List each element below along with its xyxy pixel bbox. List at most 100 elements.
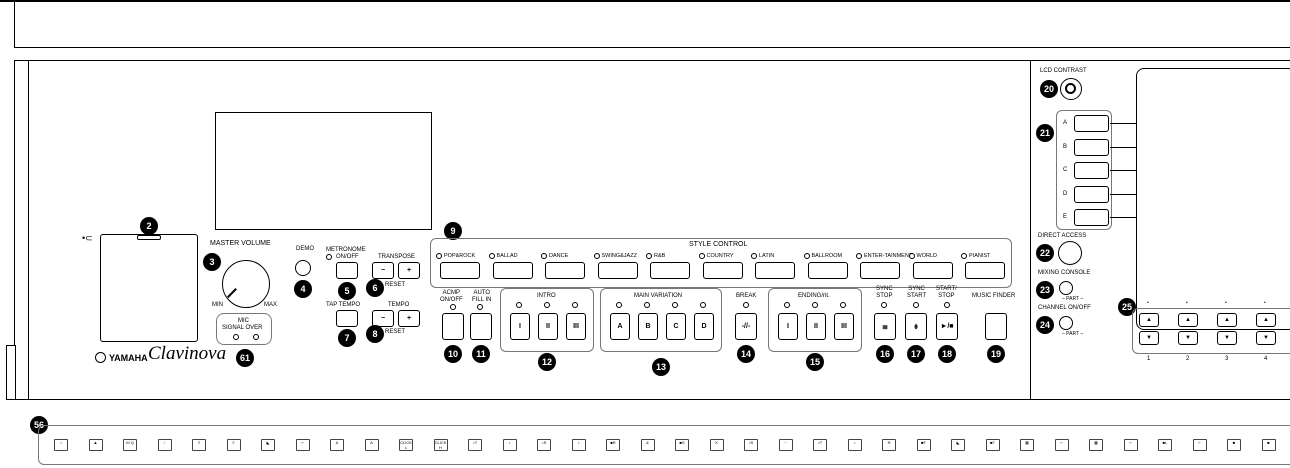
style-button[interactable] — [492, 262, 533, 279]
column-down-button[interactable]: ▼ — [1256, 331, 1276, 345]
column-up-button[interactable]: ▲ — [1217, 313, 1237, 327]
strip-function-icon: ≋ — [882, 439, 896, 451]
style-button[interactable] — [597, 262, 638, 279]
lcd-side-button[interactable] — [1074, 115, 1109, 132]
style-led — [593, 253, 600, 259]
autofill-button[interactable] — [470, 313, 492, 340]
demo-label: DEMO — [296, 246, 314, 252]
transpose-plus-button[interactable]: + — [398, 262, 420, 279]
direct-access-label: DIRECT ACCESS — [1038, 233, 1087, 239]
right-section-divider — [1030, 60, 1031, 400]
volume-max-label: MAX — [264, 302, 278, 308]
acmp-button[interactable] — [442, 313, 464, 340]
style-led — [961, 253, 967, 259]
break-button[interactable]: -//- — [735, 313, 757, 340]
callout-2: 2 — [140, 217, 158, 235]
callout-61: 61 — [236, 349, 254, 367]
music-finder-button[interactable] — [985, 313, 1007, 340]
strip-function-icon: ♪T — [468, 439, 482, 451]
sync-start-button[interactable]: ⇟ — [905, 313, 927, 340]
main-variation-button[interactable]: C — [666, 313, 686, 340]
lcd-side-button[interactable] — [1074, 162, 1109, 179]
column-up-button[interactable]: ▲ — [1178, 313, 1198, 327]
column-number: 3 — [1225, 356, 1229, 362]
style-button[interactable] — [860, 262, 900, 279]
lcd-button-line — [1110, 170, 1136, 171]
demo-button[interactable] — [295, 260, 311, 276]
tempo-minus-button[interactable]: − — [372, 310, 394, 327]
style-label: POP&ROCK — [444, 253, 476, 259]
callout-22: 22 — [1036, 244, 1054, 262]
strip-function-icon: ■F — [916, 439, 931, 451]
main-variation-button[interactable]: A — [610, 313, 630, 340]
tap-tempo-button[interactable] — [336, 310, 358, 327]
callout-19: 19 — [987, 345, 1005, 363]
intro-button[interactable]: I — [510, 313, 530, 340]
callout-15: 15 — [806, 353, 824, 371]
metronome-button[interactable] — [336, 262, 358, 279]
lcd-side-button[interactable] — [1074, 138, 1109, 156]
direct-access-button[interactable] — [1058, 241, 1082, 265]
transpose-minus-button[interactable]: − — [372, 262, 394, 279]
strip-function-icon: ■R — [606, 439, 620, 451]
strip-function-icon: ♪S — [537, 439, 551, 451]
callout-7: 7 — [338, 329, 356, 347]
start-stop-line1: START/ — [936, 286, 957, 292]
callout-6: 6 — [366, 279, 384, 297]
strip-function-icon: X — [709, 439, 724, 451]
style-button[interactable] — [807, 262, 848, 279]
column-up-button[interactable]: ▲ — [1139, 313, 1159, 327]
lcd-side-button[interactable] — [1074, 185, 1109, 203]
ending-group — [768, 288, 862, 352]
main-variation-button[interactable]: D — [694, 313, 714, 340]
main-variation-led — [672, 302, 678, 308]
mixing-console-button[interactable] — [1059, 281, 1073, 295]
yamaha-mark-icon — [95, 352, 106, 363]
column-down-button[interactable]: ▼ — [1217, 331, 1237, 345]
callout-23: 23 — [1036, 281, 1054, 299]
left-edge-block — [6, 345, 16, 400]
lcd-contrast-knob[interactable] — [1060, 78, 1082, 100]
lcd-button-line — [1110, 146, 1136, 148]
strip-function-icon: ◣ — [951, 439, 965, 451]
strip-function-icon: ■S — [675, 439, 689, 451]
sync-stop-button[interactable]: ≣ — [874, 313, 896, 340]
strip-function-icon: ■L — [1158, 439, 1172, 451]
column-dots: • — [1264, 300, 1266, 306]
sync-stop-line2: STOP — [876, 293, 893, 299]
ending-button[interactable]: I — [778, 313, 798, 340]
column-up-button[interactable]: ▲ — [1256, 313, 1276, 327]
display-area — [215, 112, 432, 230]
top-strip — [14, 0, 1290, 48]
intro-button[interactable]: II — [538, 313, 558, 340]
ending-button[interactable]: III — [834, 313, 854, 340]
style-button[interactable] — [650, 262, 690, 279]
tempo-plus-button[interactable]: + — [398, 310, 420, 327]
autofill-led — [477, 304, 483, 310]
start-stop-button[interactable]: ►/■ — [936, 313, 958, 340]
style-button[interactable] — [755, 262, 795, 279]
strip-function-icon: ▦ — [1089, 439, 1103, 451]
column-down-button[interactable]: ▼ — [1178, 331, 1198, 345]
style-button[interactable] — [965, 262, 1005, 279]
style-button[interactable] — [702, 262, 743, 279]
strip-function-icon: ⌐ — [295, 439, 310, 451]
column-down-button[interactable]: ▼ — [1139, 331, 1159, 345]
style-button[interactable] — [545, 262, 585, 279]
main-variation-led — [644, 302, 650, 308]
strip-function-icon: ≡ — [226, 439, 241, 451]
master-volume-dial[interactable] — [222, 260, 270, 308]
channel-onoff-button[interactable] — [1059, 316, 1073, 330]
main-variation-group — [600, 288, 722, 352]
tap-tempo-label: TAP TEMPO — [326, 302, 361, 308]
main-variation-button[interactable]: B — [638, 313, 658, 340]
intro-button[interactable]: III — [566, 313, 586, 340]
lcd-side-button[interactable] — [1074, 209, 1109, 226]
callout-16: 16 — [876, 345, 894, 363]
metronome-led — [326, 254, 332, 260]
style-label: ENTER-TAINMENT — [864, 253, 913, 259]
style-button[interactable] — [440, 262, 480, 279]
ending-button[interactable]: II — [806, 313, 826, 340]
style-button[interactable] — [912, 262, 953, 279]
style-control-group — [430, 238, 1012, 288]
